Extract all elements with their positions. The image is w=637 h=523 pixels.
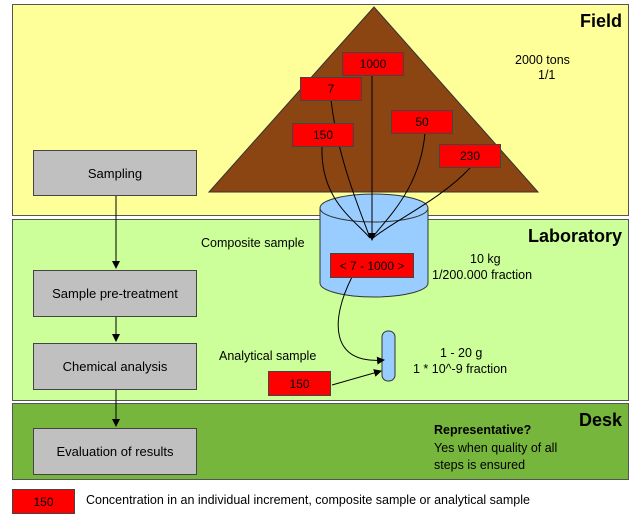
increment-box: 1000: [342, 52, 404, 76]
composite-mass: 10 kg: [470, 252, 501, 266]
analytical-mass: 1 - 20 g: [440, 346, 483, 360]
analytical-sample-connector: [331, 369, 382, 386]
analytical-value-box: 150: [268, 371, 331, 396]
pretreatment-step: Sample pre-treatment: [33, 270, 197, 317]
legend-text: Concentration in an individual increment…: [86, 493, 530, 507]
increment-box: 7: [300, 77, 362, 101]
composite-container-shape: [319, 193, 429, 298]
increment-box: 230: [439, 144, 501, 168]
composite-to-analytical-connector: [337, 276, 385, 365]
representative-answer-line2: steps is ensured: [434, 458, 526, 472]
increment-box: 150: [292, 123, 354, 147]
laboratory-zone-title: Laboratory: [527, 226, 622, 246]
desk-zone-title: Desk: [578, 410, 622, 430]
increment-box: 50: [391, 110, 453, 134]
representative-answer-line1: Yes when quality of all: [434, 441, 558, 455]
composite-range-box: < 7 - 1000 >: [330, 253, 414, 278]
analytical-tube-shape: [381, 330, 396, 382]
analysis-step: Chemical analysis: [33, 343, 197, 390]
analytical-sample-label: Analytical sample: [219, 349, 317, 363]
analytical-fraction: 1 * 10^-9 fraction: [413, 362, 508, 376]
composite-fraction: 1/200.000 fraction: [432, 268, 533, 282]
representative-question: Representative?: [434, 423, 532, 437]
field-zone-title: Field: [579, 11, 622, 31]
composite-sample-label: Composite sample: [201, 236, 305, 250]
sampling-step: Sampling: [33, 150, 197, 196]
legend-sample-box: 150: [12, 489, 75, 514]
evaluation-step: Evaluation of results: [33, 428, 197, 475]
increment-connectors: [321, 76, 471, 241]
lot-fraction: 1/1: [538, 68, 556, 82]
lot-mass: 2000 tons: [515, 53, 570, 67]
